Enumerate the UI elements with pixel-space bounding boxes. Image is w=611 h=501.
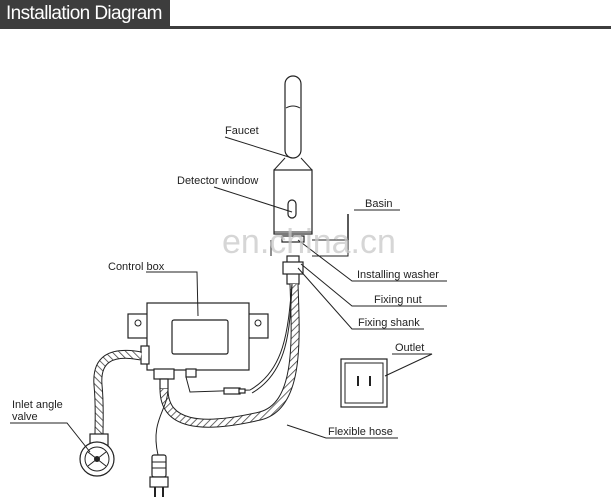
basin bbox=[270, 214, 349, 257]
installing-washer bbox=[281, 235, 305, 243]
faucet-body bbox=[273, 157, 313, 235]
watermark: en.china.cn bbox=[222, 223, 396, 261]
inlet-angle-valve bbox=[79, 433, 115, 477]
label-inlet-angle-valve-line1: Inlet angle bbox=[12, 399, 63, 411]
control-box bbox=[127, 302, 269, 390]
label-outlet: Outlet bbox=[395, 342, 424, 354]
label-fixing-shank: Fixing shank bbox=[358, 317, 420, 329]
fixing-nut bbox=[282, 261, 304, 275]
control-box-display bbox=[171, 319, 229, 355]
label-installing-washer: Installing washer bbox=[357, 269, 439, 281]
sensor-cable bbox=[185, 283, 293, 393]
electrical-outlet bbox=[340, 358, 388, 408]
detector-window bbox=[287, 199, 297, 219]
label-inlet-angle-valve-line2: valve bbox=[12, 411, 38, 423]
flexible-hose bbox=[160, 283, 299, 427]
label-faucet: Faucet bbox=[225, 125, 259, 137]
label-flexible-hose: Flexible hose bbox=[328, 426, 393, 438]
label-basin: Basin bbox=[365, 198, 393, 210]
cable-connector bbox=[223, 387, 246, 395]
leader-lines bbox=[10, 136, 447, 453]
title-underline bbox=[0, 26, 611, 29]
label-detector-window: Detector window bbox=[177, 175, 258, 187]
faucet-spout bbox=[284, 75, 302, 159]
power-cord bbox=[155, 388, 169, 456]
diagram-title: Installation Diagram bbox=[0, 0, 170, 28]
inlet-hose bbox=[94, 350, 142, 437]
label-fixing-nut: Fixing nut bbox=[374, 294, 422, 306]
label-control-box: Control box bbox=[108, 261, 165, 273]
power-plug bbox=[149, 454, 169, 497]
